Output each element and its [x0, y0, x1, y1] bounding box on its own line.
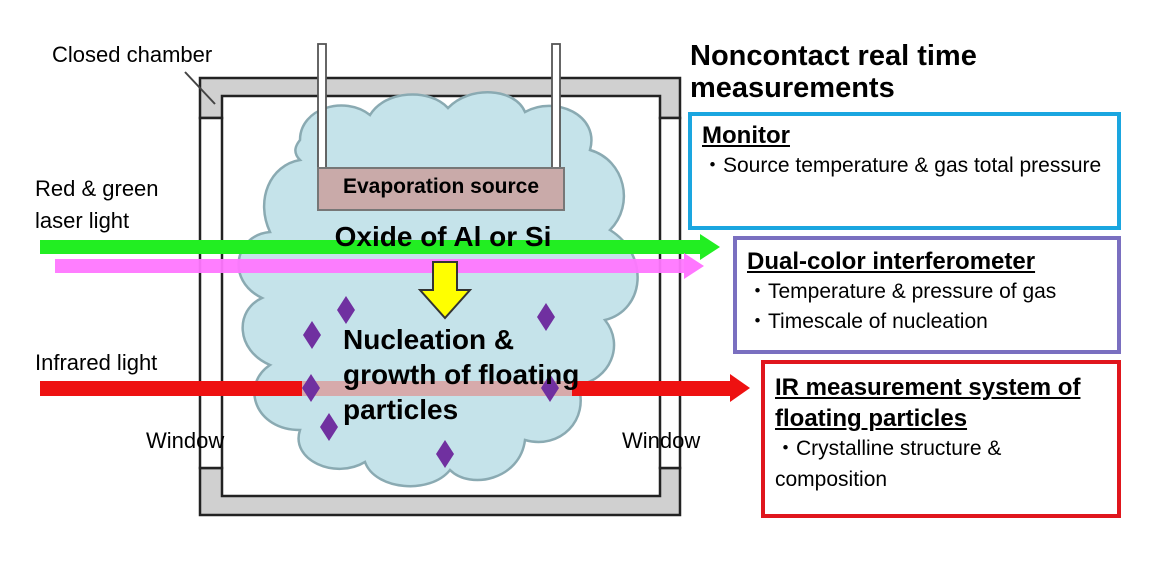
green-laser-arrowhead — [700, 234, 720, 260]
particle — [302, 374, 320, 402]
window-right-label: Window — [622, 428, 701, 453]
particle — [303, 321, 321, 349]
closed-chamber-label: Closed chamber — [52, 42, 213, 67]
particle — [337, 296, 355, 324]
particle — [320, 413, 338, 441]
infrared-beam-right — [572, 381, 732, 396]
particle — [541, 374, 559, 402]
floating-particles — [302, 296, 559, 468]
chamber-wall-left — [198, 116, 224, 470]
window-left-label: Window — [146, 428, 225, 453]
infrared-arrowhead — [730, 374, 750, 402]
green-laser-beam — [40, 240, 704, 254]
monitor-box: Monitor ・Source temperature & gas total … — [688, 112, 1121, 230]
monitor-title: Monitor — [702, 122, 790, 149]
source-tube-left — [317, 43, 327, 170]
interferometer-title: Dual-color interferometer — [747, 248, 1036, 275]
ir-system-box: IR measurement system of floating partic… — [761, 360, 1121, 518]
interferometer-line-1: ・Temperature & pressure of gas — [747, 279, 1057, 303]
chamber-wall-right — [658, 116, 682, 470]
oxide-label: Oxide of Al or Si — [334, 221, 552, 252]
infrared-light-label: Infrared light — [35, 350, 158, 375]
evaporation-source-box — [317, 167, 565, 211]
monitor-line: ・Source temperature & gas total pressure — [702, 153, 1102, 177]
source-tube-right — [551, 43, 561, 170]
infrared-beam-inner — [302, 381, 572, 396]
infrared-beam — [40, 381, 302, 396]
ir-system-title: IR measurement system of floating partic… — [775, 374, 1081, 433]
yellow-down-arrow — [417, 261, 473, 320]
pink-laser-beam — [55, 259, 687, 273]
evaporation-source-label: Evaporation source — [342, 175, 540, 198]
pink-laser-arrowhead — [684, 253, 704, 279]
nucleation-label: Nucleation & growth of floating particle… — [343, 324, 580, 425]
interferometer-line-2: ・Timescale of nucleation — [747, 310, 988, 334]
particle — [537, 303, 555, 331]
ir-system-line: ・Crystalline structure & composition — [775, 437, 1002, 491]
measurements-heading: Noncontact real time measurements — [690, 40, 977, 104]
laser-light-label: Red & green laser light — [35, 176, 159, 233]
closed-chamber-leader — [184, 71, 216, 105]
particle — [436, 440, 454, 468]
interferometer-box: Dual-color interferometer ・Temperature &… — [733, 236, 1121, 354]
